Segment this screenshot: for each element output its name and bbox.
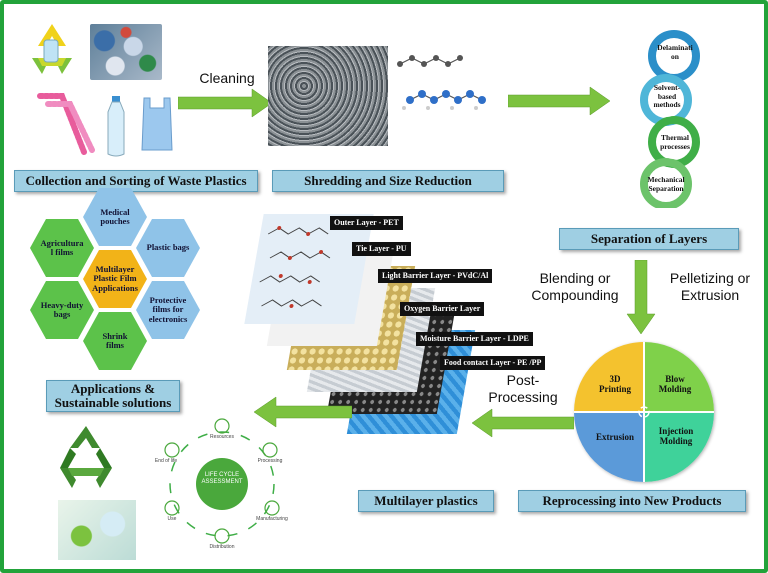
cleaning-step-text: Cleaning <box>199 70 255 86</box>
layer-food-contact-label: Food contact Layer - PE /PP <box>440 356 546 370</box>
arrow-to-reprocessing <box>626 260 656 335</box>
recycle-icon <box>50 424 122 490</box>
layer-outer-label: Outer Layer - PET <box>330 216 403 230</box>
arrow-to-multilayer <box>471 408 574 438</box>
hex-heavy-duty-bags: Heavy-duty bags <box>30 281 94 339</box>
hex-protective-films: Protective films for electronics <box>136 281 200 339</box>
reprocessing-wheel <box>574 342 714 482</box>
method-mechanical: Mechanical Separation <box>647 175 685 193</box>
multilayer-plastics-label: Multilayer plastics <box>358 490 494 512</box>
multilayer-stack <box>244 210 544 450</box>
layer-light-barrier-label: Light Barrier Layer - PVdC/Al <box>378 269 493 283</box>
layer-tie-label: Tie Layer - PU <box>352 242 411 256</box>
separation-methods-spiral <box>616 28 724 210</box>
arrow-to-applications <box>253 396 352 428</box>
layer-outer-sheet <box>244 214 374 324</box>
collection-sorting-label: Collection and Sorting of Waste Plastics <box>14 170 258 192</box>
hex-agricultural-films: Agricultura l films <box>30 219 94 277</box>
plastic-bottle-image <box>104 96 128 158</box>
layer-oxygen-label: Oxygen Barrier Layer <box>400 302 485 316</box>
separation-label: Separation of Layers <box>559 228 739 250</box>
hex-plastic-bags: Plastic bags <box>136 219 200 277</box>
product-blow-molding: Blow Molding <box>658 374 692 394</box>
plastic-bag-image <box>138 94 176 154</box>
lca-stage-manufacturing: Manufacturing <box>256 516 288 522</box>
plastic-bottles-photo <box>90 24 162 80</box>
lca-stage-resources: Resources <box>210 434 234 440</box>
product-extrusion: Extrusion <box>595 432 634 442</box>
lca-stage-distribution: Distribution <box>209 544 235 550</box>
applications-label: Applications & Sustainable solutions <box>46 380 180 412</box>
method-thermal: Thermal processes <box>660 133 690 151</box>
pelletizing-step-text: Pelletizing or Extrusion <box>669 270 751 303</box>
green-recycling-photo <box>58 500 136 560</box>
recycle-logo-image <box>22 18 82 78</box>
hex-center-applications: Multilayer Plastic Film Applications <box>83 250 147 308</box>
lca-stage-use: Use <box>167 516 177 522</box>
hex-medical-pouches: Medical pouches <box>83 188 147 246</box>
lca-stage-end-of-life: End of life <box>154 458 178 464</box>
blending-step-text: Blending or Compounding <box>531 270 619 303</box>
shredded-plastic-photo <box>268 46 388 146</box>
cycle-icon <box>636 404 652 420</box>
lca-center-text: LIFE CYCLE ASSESSMENT <box>201 472 243 485</box>
post-processing-step-text: Post- Processing <box>488 372 558 405</box>
hex-shrink-films: Shrink films <box>83 312 147 370</box>
arrow-to-separation <box>508 86 611 116</box>
lca-stage-processing: Processing <box>257 458 283 464</box>
plastic-straws-image <box>34 90 98 158</box>
polymer-molecule-image <box>397 55 486 110</box>
method-solvent-based: Solvent- based methods <box>653 83 681 109</box>
product-injection-molding: Injection Molding <box>658 426 694 446</box>
arrow-to-shredding <box>178 88 273 118</box>
lca-cycle <box>142 406 302 566</box>
layer-moisture-label: Moisture Barrier Layer - LDPE <box>416 332 533 346</box>
method-delamination: Delaminati on <box>657 43 693 61</box>
shredding-label: Shredding and Size Reduction <box>272 170 504 192</box>
reprocessing-label: Reprocessing into New Products <box>518 490 746 512</box>
product-3d-printing: 3D Printing <box>598 374 631 394</box>
